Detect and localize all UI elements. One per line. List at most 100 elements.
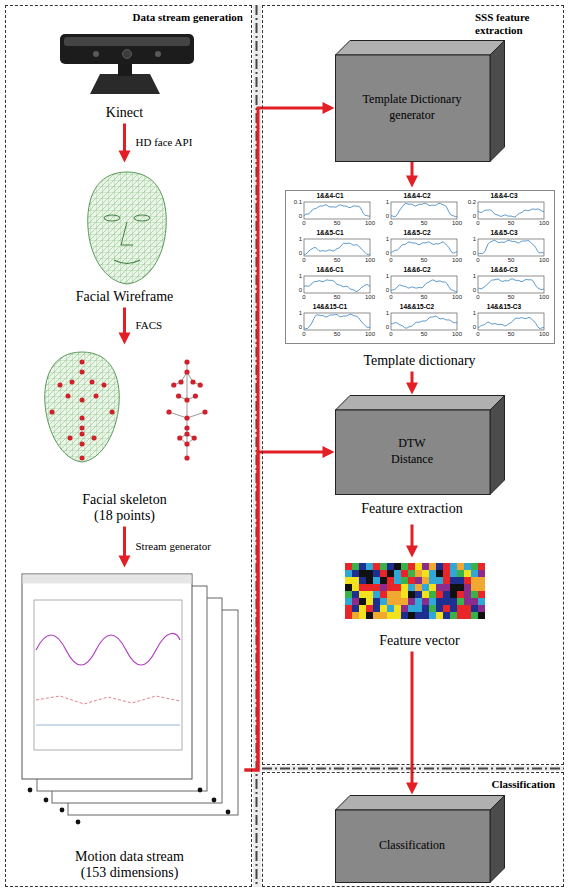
dictionary-figure: Template dictionary xyxy=(285,188,555,372)
feature-cell xyxy=(429,563,436,570)
stage-panel: SSS feature extractionTemplate Dictionar… xyxy=(262,5,564,765)
feature-cell xyxy=(471,612,478,619)
tick-label: 50 xyxy=(416,220,432,226)
face-nose xyxy=(121,222,133,245)
feature-cell xyxy=(345,612,352,619)
tick-label: 50 xyxy=(329,294,345,300)
feature-cell xyxy=(478,605,485,612)
feature-cell xyxy=(457,605,464,612)
wireframe-face xyxy=(88,172,167,284)
plot-axes xyxy=(478,276,544,293)
stream-windows xyxy=(22,574,238,824)
tick-label: 100 xyxy=(449,257,465,263)
feature-cell xyxy=(401,570,408,577)
feature-cell xyxy=(478,591,485,598)
process-box: DTW DistanceFeature extraction xyxy=(335,395,505,525)
connector-line xyxy=(123,527,126,557)
plot-curve xyxy=(391,316,457,328)
feature-cell xyxy=(352,598,359,605)
feature-cell xyxy=(373,591,380,598)
box-face: Classification xyxy=(335,810,490,883)
tick-label: 0.1 xyxy=(288,199,302,205)
feature-cell xyxy=(359,591,366,598)
feature-cell xyxy=(366,598,373,605)
feature-cell xyxy=(387,605,394,612)
feature-cell xyxy=(366,563,373,570)
tick-label: 0 xyxy=(462,324,476,330)
feature-cell xyxy=(394,584,401,591)
tick-label: 100 xyxy=(536,257,552,263)
feature-cell xyxy=(373,598,380,605)
plot-axes xyxy=(391,202,457,219)
tick-label: 0 xyxy=(470,220,486,226)
feature-cell xyxy=(366,577,373,584)
plot-curve xyxy=(304,314,370,329)
feature-cell xyxy=(352,584,359,591)
stream-figure: Motion data stream (153 dimensions) xyxy=(15,568,245,884)
feature-cell xyxy=(471,577,478,584)
tick-label: 50 xyxy=(503,294,519,300)
connector xyxy=(119,124,131,163)
plot-axes xyxy=(304,202,370,219)
tick-label: 100 xyxy=(536,220,552,226)
feature-cell xyxy=(352,570,359,577)
arrow-head xyxy=(119,151,131,163)
plot-title: 1&&4-C3 xyxy=(462,192,546,200)
plot-frame xyxy=(286,191,555,344)
plot-axes xyxy=(478,239,544,256)
feature-cell xyxy=(464,570,471,577)
tick-label: 100 xyxy=(536,294,552,300)
feature-cell xyxy=(352,612,359,619)
plot-title: 14&&15-C3 xyxy=(462,303,546,311)
feature-cell xyxy=(401,563,408,570)
feature-cell xyxy=(429,591,436,598)
tick-label: 100 xyxy=(362,257,378,263)
arrow-head xyxy=(323,446,335,458)
feature-cell xyxy=(345,563,352,570)
feature-cell xyxy=(394,598,401,605)
feature-cell xyxy=(373,563,380,570)
kinect-lens xyxy=(155,51,161,57)
feature-cell xyxy=(429,598,436,605)
plot-curve xyxy=(304,243,370,254)
feature-cell xyxy=(429,577,436,584)
feature-cell xyxy=(450,584,457,591)
feature-cell xyxy=(436,591,443,598)
feature-cell xyxy=(471,605,478,612)
feature-cell xyxy=(345,577,352,584)
feature-cell xyxy=(401,605,408,612)
feature-cell xyxy=(415,584,422,591)
connector xyxy=(406,652,418,795)
box-front xyxy=(335,410,490,495)
tick-label: 50 xyxy=(416,257,432,263)
box-label: Classification xyxy=(379,838,445,854)
tick-label: 100 xyxy=(362,331,378,337)
tick-label: 0 xyxy=(470,331,486,337)
stream-window xyxy=(22,574,192,779)
plot-axes xyxy=(304,276,370,293)
landmark-points xyxy=(50,360,115,461)
box-side xyxy=(490,40,505,161)
feature-cell xyxy=(380,605,387,612)
feature-cell xyxy=(352,591,359,598)
feature-cell xyxy=(422,612,429,619)
tick-label: 1 xyxy=(462,273,476,279)
feature-cell xyxy=(352,563,359,570)
stream-dots xyxy=(28,788,231,825)
plot-curve xyxy=(391,203,457,217)
tick-label: 50 xyxy=(503,257,519,263)
face-mouth xyxy=(114,260,140,264)
feature-cell xyxy=(352,605,359,612)
feature-cell xyxy=(394,591,401,598)
arrow-head xyxy=(323,102,335,114)
tick-label: 0 xyxy=(383,257,399,263)
tick-label: 0 xyxy=(462,287,476,293)
tick-label: 0 xyxy=(296,331,312,337)
feature-cell xyxy=(443,605,450,612)
plot-axes xyxy=(478,313,544,330)
plot-title: 1&&4-C1 xyxy=(288,192,372,200)
tick-label: 0 xyxy=(288,213,302,219)
figure-caption: Template dictionary xyxy=(320,353,520,369)
feature-cell xyxy=(373,584,380,591)
feature-cell xyxy=(394,570,401,577)
